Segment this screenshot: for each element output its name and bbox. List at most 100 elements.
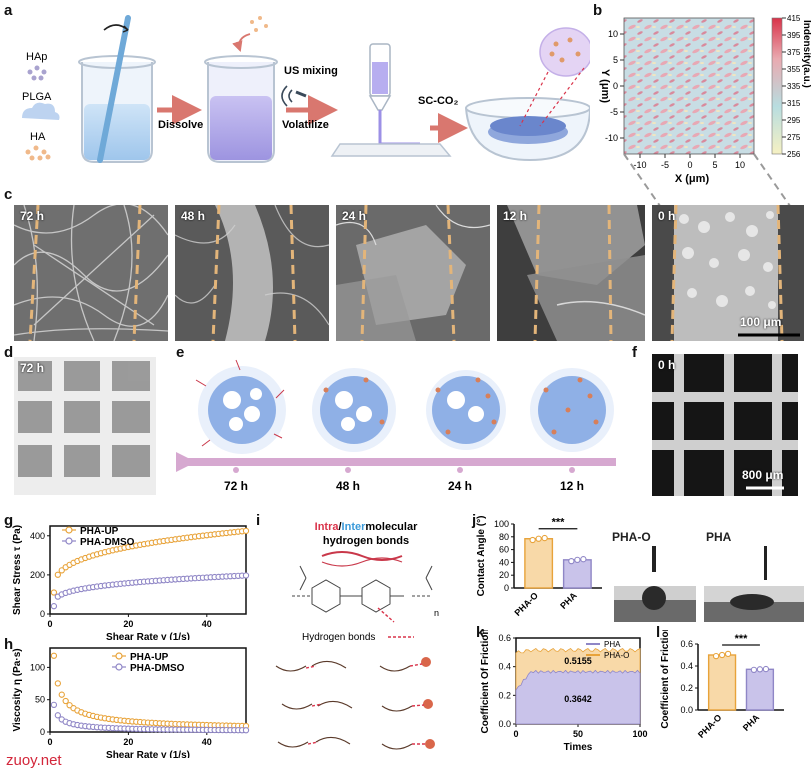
- svg-text:Intra/Intermolecular: Intra/Intermolecular: [315, 521, 418, 533]
- legend-swatch-marker: [65, 526, 73, 534]
- replicate-point: [712, 652, 720, 660]
- data-point: [54, 680, 61, 687]
- repeat-subscript: n: [434, 608, 439, 618]
- legend-label: PHA-UP: [130, 652, 169, 663]
- y-tick-label: 0.6: [680, 639, 693, 649]
- sem-image-0h: 0 h 100 μm: [652, 205, 804, 341]
- data-point: [50, 589, 58, 596]
- panel-letter-i: i: [256, 512, 261, 529]
- category-label: PHA: [558, 590, 579, 611]
- x-tick-label: 20: [123, 619, 133, 629]
- colorbar-tick-label: 295: [787, 116, 801, 125]
- sem-time-label: 72 h: [20, 209, 45, 223]
- sem-time-label: 12 h: [503, 209, 528, 223]
- step-label-volatilize: Volatilize: [282, 119, 329, 131]
- y-tick-label: 80: [499, 532, 509, 542]
- photo-time-label: 72 h: [20, 361, 45, 375]
- legend-swatch-marker: [115, 663, 123, 671]
- data-point: [54, 712, 61, 719]
- panel-letter-k: k: [476, 624, 485, 641]
- data-point: [62, 697, 69, 705]
- x-axis-label: Shear Rate γ (1/s): [106, 632, 190, 640]
- legend-label: PHA-O: [604, 651, 629, 660]
- bar: [745, 668, 775, 711]
- y-tick-label: 20: [499, 570, 509, 580]
- material-label-plga: PLGA: [22, 91, 52, 103]
- y-tick-label: 0: [504, 583, 509, 593]
- bar: [562, 559, 592, 589]
- heatmap-y-tick-label: -5: [610, 107, 618, 117]
- sem-time-label: 0 h: [658, 209, 676, 223]
- watermark: zuoy.net: [6, 752, 62, 769]
- step-label-sc-co2: SC-CO₂: [418, 95, 458, 107]
- heatmap-x-tick-label: 5: [712, 160, 717, 170]
- photo-time-label: 0 h: [658, 358, 676, 372]
- y-tick-label: 100: [494, 519, 509, 529]
- sem-image-12h: 12 h: [497, 205, 645, 341]
- photo-scalebar-label: 800 μm: [742, 468, 784, 482]
- colorbar-tick-label: 256: [787, 150, 801, 159]
- data-point: [242, 727, 250, 734]
- y-tick-label: 0: [40, 609, 45, 619]
- ha-molecule-structure: [292, 565, 433, 613]
- replicate-point: [535, 535, 542, 542]
- x-tick-label: 40: [202, 737, 212, 747]
- y-tick-label: 0.0: [680, 705, 693, 715]
- projection-lines: [623, 153, 791, 207]
- replicate-point: [541, 534, 548, 542]
- y-axis-label: Viscosity η (Pa·s): [12, 648, 23, 731]
- series-value-label: 0.5155: [564, 656, 592, 666]
- x-tick-label: 100: [632, 729, 647, 739]
- title-line2: hydrogen bonds: [323, 535, 409, 547]
- droplet-label-pha-o: PHA-O: [612, 530, 651, 544]
- heatmap-y-tick-label: 5: [613, 55, 618, 65]
- data-point: [54, 571, 61, 578]
- x-tick-label: 40: [202, 619, 212, 629]
- photo-scaffold-0h: 0 h 800 μm: [652, 354, 798, 496]
- panel-letter-g: g: [4, 512, 14, 529]
- panel-letter-j: j: [472, 512, 477, 529]
- heatmap-x-tick-label: -10: [633, 160, 646, 170]
- time-label-24h: 24 h: [448, 479, 472, 493]
- colorbar-tick-label: 415: [787, 14, 801, 23]
- degradation-particle-72h: [195, 359, 286, 454]
- bond-motif-right: [379, 665, 413, 750]
- sem-image-24h: 24 h: [336, 205, 490, 341]
- panel-letter-c: c: [4, 186, 13, 203]
- y-tick-label: 40: [499, 557, 509, 567]
- significance-label: ***: [552, 517, 566, 529]
- colorbar-tick-label: 315: [787, 99, 801, 108]
- y-tick-label: 0.2: [680, 683, 693, 693]
- colorbar-tick-label: 275: [787, 133, 801, 142]
- droplet-label-pha: PHA: [706, 530, 732, 544]
- category-label: PHA-O: [696, 712, 724, 740]
- heatmap-y-tick-label: 0: [613, 81, 618, 91]
- degradation-diagram-e: 72 h 48 h 24 h 12 h: [176, 359, 616, 493]
- material-label-ha: HA: [30, 131, 46, 143]
- colorbar-tick-label: 375: [787, 48, 801, 57]
- legend-label: PHA: [604, 640, 621, 649]
- x-tick-label: 0: [47, 737, 52, 747]
- replicate-point: [529, 536, 536, 544]
- sem-scalebar-label: 100 μm: [740, 315, 782, 329]
- x-axis-label: Times: [564, 742, 593, 753]
- series-value-label: 0.3642: [564, 694, 592, 704]
- legend-label: PHA-DMSO: [130, 663, 185, 674]
- legend-label: PHA-UP: [80, 526, 119, 537]
- time-label-72h: 72 h: [224, 479, 248, 493]
- bar: [707, 654, 737, 711]
- heatmap-x-label: X (μm): [675, 173, 710, 185]
- y-axis-label: Coefficient Of Friction: [480, 630, 491, 734]
- y-tick-label: 0.4: [680, 661, 693, 671]
- panel-letter-e: e: [176, 344, 185, 361]
- bar: [524, 538, 554, 589]
- y-tick-label: 100: [30, 662, 45, 672]
- x-tick-label: 0: [513, 729, 518, 739]
- degradation-particle-24h: [426, 370, 506, 450]
